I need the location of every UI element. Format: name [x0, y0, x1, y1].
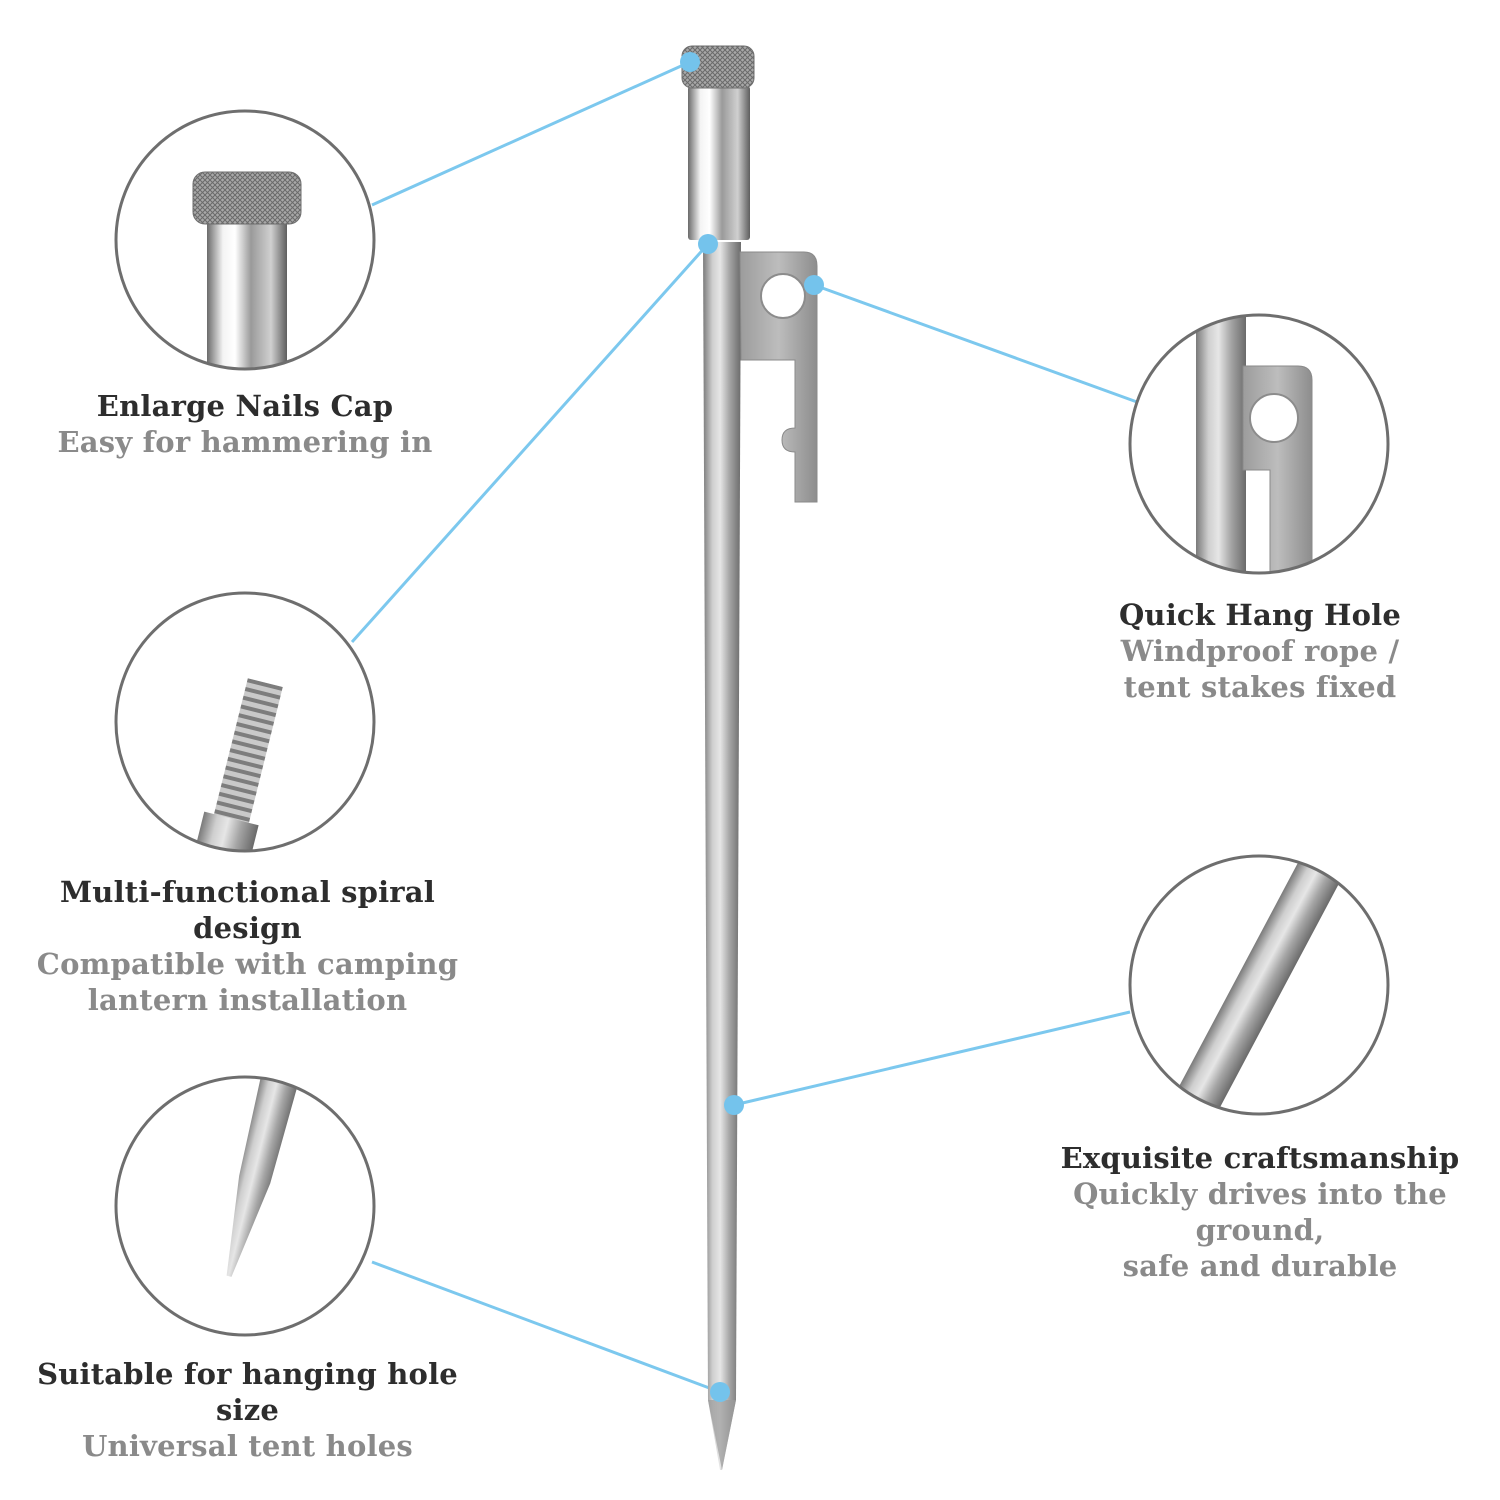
caption-spiral: Multi-functional spiral design Compatibl…: [10, 874, 485, 1018]
stake-hang-hole: [760, 273, 806, 319]
callout-line-shaft: [733, 1010, 1131, 1107]
callout-dot-shaft: [724, 1095, 744, 1115]
callout-line-cap: [371, 60, 691, 207]
caption-spiral-subtitle-2: lantern installation: [87, 983, 408, 1017]
caption-hook: Quick Hang Hole Windproof rope / tent st…: [1060, 597, 1460, 705]
callout-dot-hook: [804, 275, 824, 295]
detail-circle-shaft: [1128, 854, 1390, 1116]
callout-dot-cap: [680, 52, 700, 72]
callout-line-hook: [813, 283, 1138, 404]
caption-cap-title: Enlarge Nails Cap: [96, 389, 394, 423]
detail-circle-spiral: [114, 591, 376, 853]
callout-dot-spiral: [698, 234, 718, 254]
caption-shaft: Exquisite craftsmanship Quickly drives i…: [1010, 1140, 1500, 1284]
stake-tip: [708, 1400, 736, 1470]
caption-hook-title: Quick Hang Hole: [1118, 598, 1402, 632]
callout-dots: [680, 52, 824, 1402]
callout-line-tip: [371, 1260, 721, 1394]
stake-hook-plate: [739, 251, 818, 503]
callout-lines: [350, 60, 1138, 1394]
caption-tip-title: Suitable for hanging hole size: [37, 1357, 458, 1427]
caption-tip-subtitle: Universal tent holes: [82, 1429, 413, 1463]
caption-cap-subtitle: Easy for hammering in: [57, 425, 433, 459]
tent-stake: [681, 45, 818, 1470]
caption-hook-subtitle-1: Windproof rope /: [1120, 634, 1400, 668]
callout-line-spiral: [350, 242, 710, 644]
caption-cap: Enlarge Nails Cap Easy for hammering in: [20, 388, 470, 460]
stake-cap: [688, 86, 750, 240]
caption-spiral-subtitle-1: Compatible with camping: [36, 947, 459, 981]
caption-spiral-title: Multi-functional spiral design: [59, 875, 435, 945]
caption-shaft-subtitle-1: Quickly drives into the ground,: [1073, 1177, 1447, 1247]
caption-hook-subtitle-2: tent stakes fixed: [1123, 670, 1397, 704]
detail-circle-hook: [1128, 313, 1390, 575]
callout-dot-tip: [710, 1382, 730, 1402]
stake-shaft: [703, 242, 741, 1470]
detail-circle-cap: [114, 109, 376, 371]
caption-tip: Suitable for hanging hole size Universal…: [10, 1356, 485, 1464]
caption-shaft-subtitle-2: safe and durable: [1122, 1249, 1398, 1283]
detail-circle-tip: [114, 1075, 376, 1337]
caption-shaft-title: Exquisite craftsmanship: [1060, 1141, 1460, 1175]
